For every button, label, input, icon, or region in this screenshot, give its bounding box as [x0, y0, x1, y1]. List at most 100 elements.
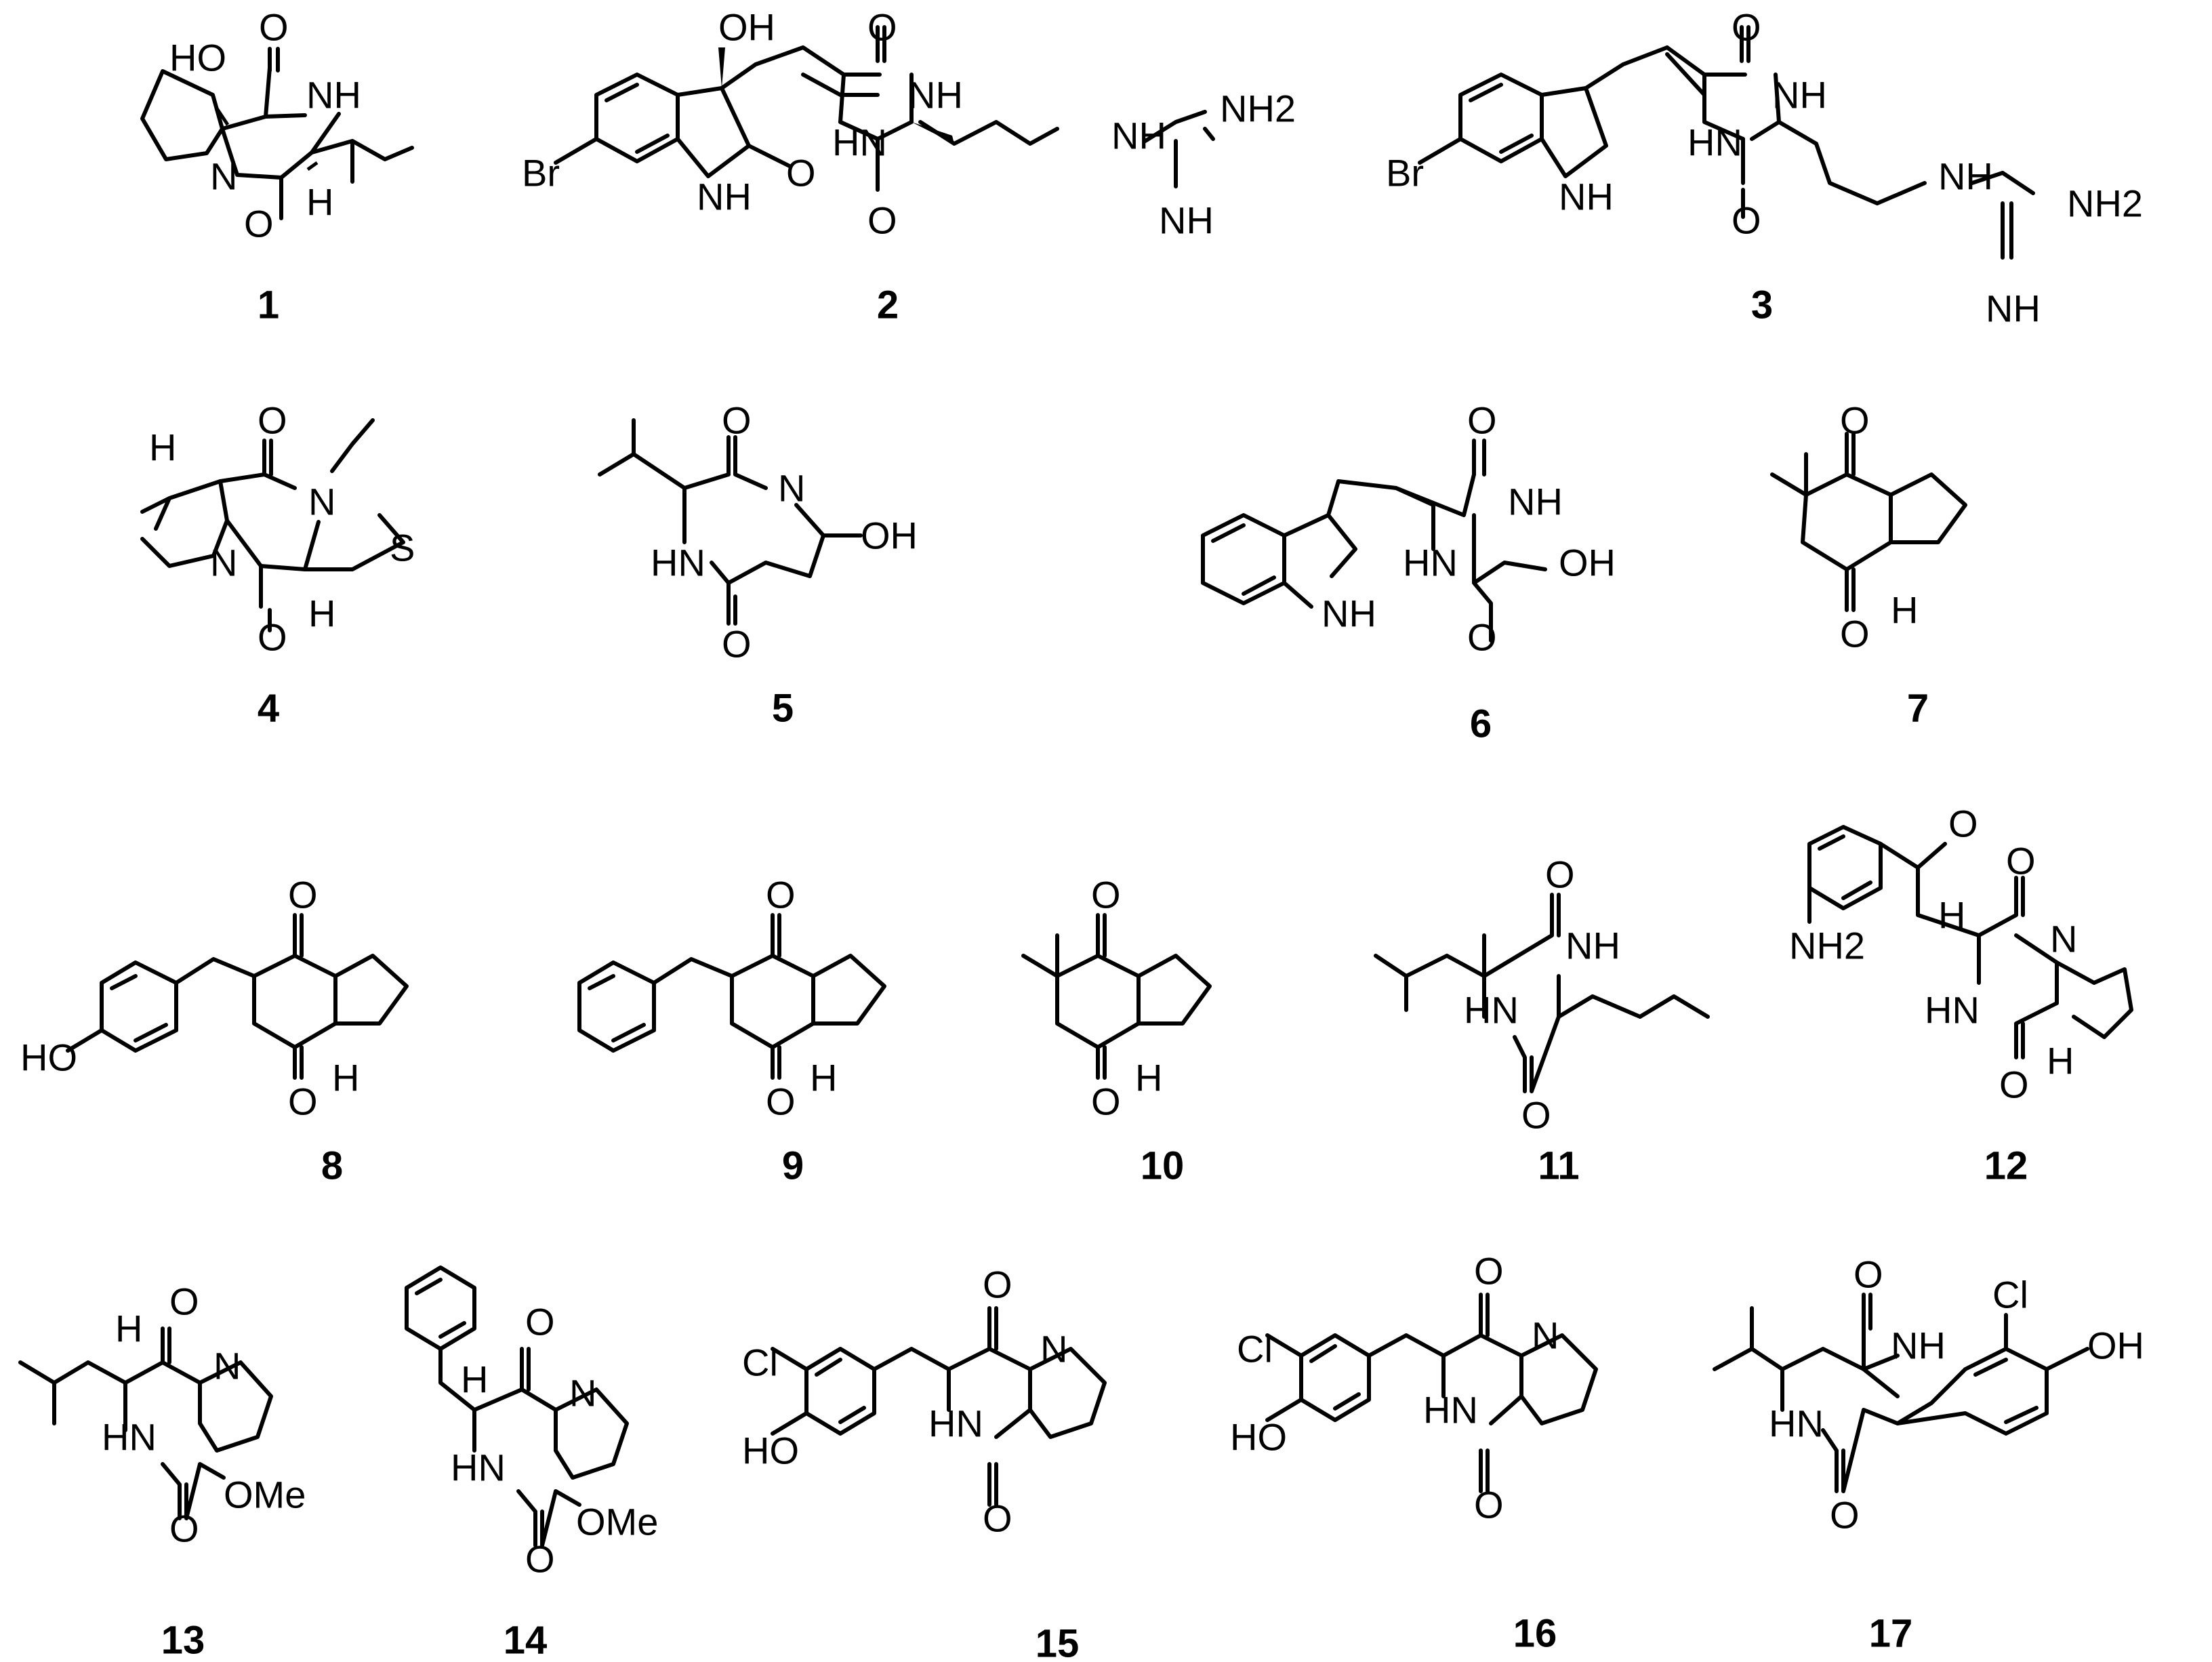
- compound-6-hydroxyl-label: OH: [1559, 542, 1616, 584]
- compound-16-structure: [1265, 1293, 1598, 1493]
- compound-1-stereo-hydrogen-label: H: [306, 181, 333, 224]
- compound-16-hydroxyl-label: HO: [1230, 1416, 1287, 1459]
- compound-8-oxygen-bottom-label: O: [288, 1080, 318, 1123]
- compound-2-number: 2: [877, 283, 899, 327]
- compound-2-structure: [554, 25, 1215, 192]
- compound-17-chlorine-label: Cl: [1992, 1274, 2028, 1316]
- compound-17-hydroxyl-label: OH: [2087, 1324, 2144, 1367]
- compound-16-amide-hn-label: HN: [1423, 1389, 1478, 1432]
- compound-3-amide-nh-label: NH: [1772, 74, 1827, 117]
- compound-14-amide-hn-label: HN: [451, 1446, 506, 1489]
- compound-12-hydrogen-bottom-label: H: [2047, 1040, 2074, 1082]
- compound-6-oxygen-top-label: O: [1467, 399, 1497, 442]
- compound-12-ketone-oxygen-label: O: [1948, 803, 1978, 845]
- compound-15-ring-nitrogen-label: N: [1040, 1328, 1067, 1371]
- compound-17-oxygen-bottom-label: O: [1830, 1494, 1860, 1537]
- compound-12-ring-nitrogen-label: N: [2050, 918, 2077, 960]
- compound-11-amide-hn-label: HN: [1464, 989, 1519, 1032]
- compound-15-oxygen-top-label: O: [983, 1263, 1012, 1306]
- compound-2-imine-nh-label: NH: [1159, 199, 1214, 242]
- compound-5-amide-hn-label: HN: [651, 542, 705, 584]
- compound-10-number: 10: [1141, 1144, 1185, 1188]
- compound-12-hydrogen-top-label: H: [1938, 894, 1965, 937]
- compound-4-oxygen-bottom-label: O: [258, 616, 287, 659]
- compound-8-oxygen-top-label: O: [288, 874, 318, 916]
- compound-3-guanidine-nh-label: NH: [1938, 155, 1993, 198]
- compound-14-oxygen-bottom-label: O: [525, 1538, 555, 1581]
- compound-6-oxygen-bottom-label: O: [1467, 616, 1497, 659]
- compound-14-hydrogen-label: H: [461, 1358, 488, 1401]
- compound-5-oxygen-top-label: O: [722, 399, 752, 442]
- compound-1-oxygen-bottom-label: O: [244, 203, 274, 245]
- compound-12-amine-label: NH2: [1789, 925, 1865, 967]
- compound-16-number: 16: [1513, 1612, 1557, 1656]
- compound-4-oxygen-top-label: O: [258, 399, 287, 442]
- compound-4-hydrogen-top-label: H: [149, 426, 176, 469]
- compound-3-amide-hn-label: HN: [1687, 121, 1742, 164]
- compound-15-structure: [771, 1306, 1107, 1507]
- compound-15-chlorine-label: Cl: [742, 1341, 778, 1384]
- compound-15-amide-hn-label: HN: [928, 1402, 983, 1445]
- compound-14-methoxy-label: OMe: [576, 1501, 658, 1543]
- compound-14-structure: [405, 1265, 629, 1547]
- compound-9-oxygen-top-label: O: [766, 874, 796, 916]
- compound-1-structure: [140, 47, 414, 220]
- compound-4-number: 4: [258, 687, 279, 731]
- compound-2-indoline-nh-label: NH: [697, 176, 752, 218]
- compound-2-hydroxyl-label: OH: [718, 6, 775, 49]
- compound-13-hydrogen-label: H: [115, 1308, 142, 1350]
- compound-6-structure: [1201, 439, 1547, 643]
- compound-13-structure: [18, 1326, 273, 1520]
- compound-3-bromine-label: Br: [1386, 152, 1424, 195]
- compound-13-amide-hn-label: HN: [102, 1416, 157, 1459]
- compound-17-amide-nh-label: NH: [1891, 1324, 1946, 1367]
- compound-14-oxygen-top-label: O: [525, 1301, 555, 1343]
- compound-12-number: 12: [1984, 1144, 2028, 1188]
- compound-1-oxygen-top-label: O: [259, 6, 289, 49]
- compound-3-oxygen-bottom-label: O: [1732, 199, 1761, 242]
- compound-5-oxygen-bottom-label: O: [722, 623, 752, 666]
- compound-5-structure: [598, 418, 863, 626]
- compound-4-pyrrolidine-nitrogen-label: N: [210, 542, 237, 584]
- compound-8-structure: [66, 913, 409, 1080]
- compound-4-structure: [140, 418, 405, 632]
- compound-12-oxygen-bottom-label: O: [1999, 1063, 2029, 1106]
- compound-7-stereo-hydrogen-label: H: [1891, 589, 1918, 632]
- compound-17-oxygen-top-label: O: [1853, 1253, 1883, 1296]
- compound-7-oxygen-bottom-label: O: [1840, 613, 1870, 655]
- compound-12-oxygen-top-label: O: [2006, 840, 2036, 883]
- compound-1-hydroxyl-label: HO: [169, 37, 226, 79]
- compound-2-amine-label: NH2: [1220, 87, 1296, 130]
- compound-9-structure: [577, 913, 886, 1080]
- compound-12-structure: [1807, 825, 2133, 1059]
- compound-13-ring-nitrogen-label: N: [213, 1345, 241, 1387]
- compound-17-number: 17: [1869, 1612, 1913, 1656]
- compound-7-oxygen-top-label: O: [1840, 399, 1870, 442]
- compound-3-number: 3: [1751, 283, 1773, 327]
- compound-7-structure: [1770, 432, 1967, 612]
- compound-2-bromine-label: Br: [522, 152, 560, 195]
- compound-9-number: 9: [782, 1144, 804, 1188]
- compound-14-number: 14: [504, 1619, 548, 1662]
- compound-15-oxygen-bottom-label: O: [983, 1497, 1012, 1540]
- compound-6-indole-nh-label: NH: [1322, 592, 1376, 635]
- compound-1-ring-nitrogen-label: N: [210, 155, 237, 198]
- compound-10-stereo-hydrogen-label: H: [1135, 1057, 1162, 1099]
- compound-2-oxygen-bottom-label: O: [867, 199, 897, 242]
- compound-13-number: 13: [161, 1619, 205, 1662]
- compound-2-amide-hn-label: HN: [832, 121, 887, 164]
- compound-16-chlorine-label: Cl: [1237, 1328, 1273, 1371]
- compound-5-number: 5: [772, 687, 794, 731]
- compound-1-amide-nh-label: NH: [306, 74, 361, 117]
- compound-2-amide-nh-label: NH: [908, 74, 963, 117]
- compound-3-oxygen-top-label: O: [1732, 6, 1761, 49]
- compound-10-structure: [1021, 913, 1212, 1080]
- compound-16-ring-nitrogen-label: N: [1532, 1314, 1559, 1357]
- compound-4-thiazolidine-nitrogen-label: N: [308, 481, 335, 523]
- compound-11-amide-nh-label: NH: [1565, 925, 1620, 967]
- compound-9-oxygen-bottom-label: O: [766, 1080, 796, 1123]
- compound-8-number: 8: [321, 1144, 343, 1188]
- compound-11-oxygen-top-label: O: [1545, 853, 1575, 896]
- compound-17-structure: [1713, 1293, 2089, 1493]
